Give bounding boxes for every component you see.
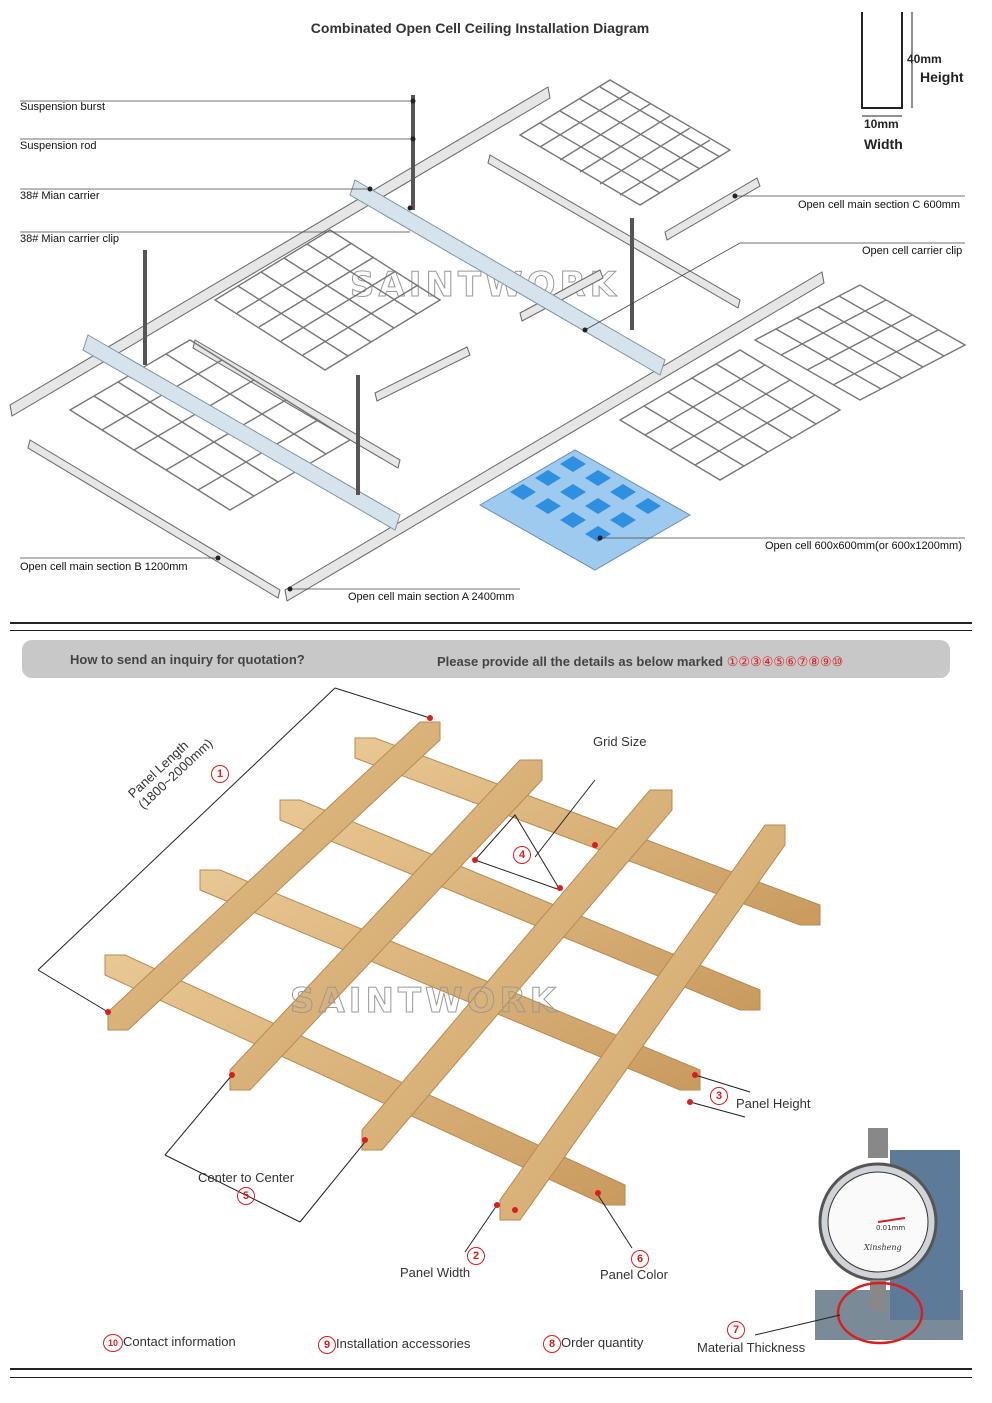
label-panel-color: Panel Color [600,1267,668,1282]
grid-right-1 [618,349,842,481]
label-open-cell: Open cell 600x600mm(or 600x1200mm) [765,540,962,552]
marker-9: 9 [318,1336,336,1354]
separator-top-thin [10,630,972,631]
label-center-to-center: Center to Center [198,1170,295,1185]
leader-lines [20,100,965,590]
separator-bottom-thin [10,1377,972,1378]
main-bar-2 [229,759,543,1091]
dimension-lines [37,687,751,1253]
profile-height-label: Height [920,69,964,85]
marker-10: 10 [103,1334,123,1352]
inquiry-question: How to send an inquiry for quotation? [70,652,305,667]
suspension-rods [143,95,634,495]
inquiry-numbers: ①②③④⑤⑥⑦⑧⑨⑩ [726,654,844,669]
profile-height-value: 40mm [907,52,942,66]
label-suspension-rod: Suspension rod [20,140,97,152]
separator-top [10,622,972,624]
main-bar-3 [361,789,673,1151]
separator-bottom [10,1368,972,1370]
label-main-carrier: 38# Mian carrier [20,190,100,202]
inquiry-instruction-text: Please provide all the details as below … [437,654,724,669]
main-bar-4 [499,824,786,1221]
cross-bar-3 [199,869,701,1091]
marker-7: 7 [727,1320,745,1339]
marker-4: 4 [513,845,531,864]
label-grid-size: Grid Size [593,734,647,749]
open-cell-grids [68,79,967,511]
label-section-c: Open cell main section C 600mm [798,199,961,211]
diagram-title: Combinated Open Cell Ceiling Installatio… [310,20,650,36]
label-panel-height: Panel Height [736,1096,811,1111]
inquiry-instruction: Please provide all the details as below … [437,654,843,670]
main-section-a-2 [284,271,825,602]
main-section-c-2 [374,346,471,402]
main-bar-1 [107,721,441,1031]
main-section-b-3 [192,339,401,469]
thickness-gauge [754,1128,963,1345]
inquiry-bar [22,640,950,678]
label-order-quantity: Order quantity [561,1335,644,1350]
label-section-a: Open cell main section A 2400mm [348,591,515,603]
main-carrier-1 [349,179,666,376]
label-section-b: Open cell main section B 1200mm [20,561,188,573]
profile-width-value: 10mm [864,117,899,131]
gauge-brand: Xinsheng [863,1243,902,1252]
marker-3: 3 [710,1086,728,1105]
label-contact: Contact information [123,1334,236,1349]
watermark-bottom: SAINTWORK [290,981,560,1021]
cross-bar-1 [354,737,821,926]
cross-bar-2 [279,799,761,1011]
profile-width-label: Width [864,136,903,152]
gauge-unit: 0.01mm [876,1224,905,1232]
marker-5: 5 [237,1186,255,1205]
label-suspension-burst: Suspension burst [20,101,105,113]
installation-diagram: SAINTWORK [9,12,967,602]
main-section-c-3 [519,269,604,322]
label-carrier-clip: Open cell carrier clip [862,245,963,257]
cross-bar-4 [104,954,626,1206]
grid-middle [213,229,442,371]
marker-1: 1 [211,764,229,783]
main-carrier-2 [82,334,401,531]
main-section-c-1 [664,177,761,241]
grid-right-2 [753,284,967,401]
profile-u-channel [861,12,913,117]
label-main-carrier-clip: 38# Mian carrier clip [20,233,120,245]
label-material-thickness: Material Thickness [697,1340,806,1355]
main-section-b-2 [487,154,741,309]
marker-2: 2 [467,1246,485,1265]
open-cell-blue [478,449,692,571]
marker-6: 6 [631,1249,649,1268]
marker-8: 8 [543,1335,561,1353]
label-accessories: Installation accessories [336,1336,471,1351]
grid-top [518,79,732,206]
label-panel-width: Panel Width [400,1265,471,1280]
